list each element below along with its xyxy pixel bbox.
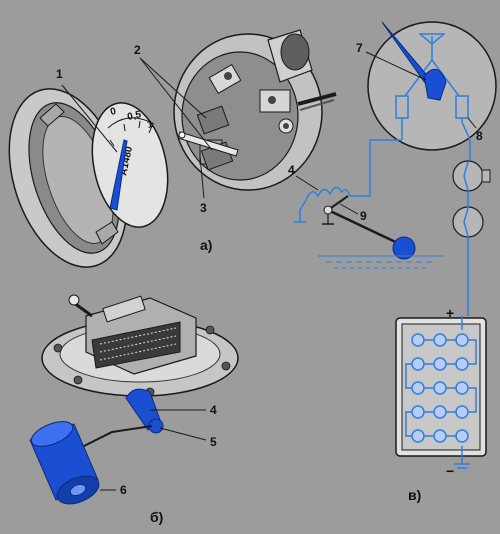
- battery-minus-sign: −: [446, 463, 454, 479]
- callout-4-schematic: 4: [288, 163, 295, 177]
- schematic-resistor-right: [455, 95, 469, 119]
- leader-line-3: [199, 155, 205, 199]
- schematic-float-lever: [327, 208, 405, 248]
- callout-6: 6: [120, 483, 127, 497]
- callout-2: 2: [134, 43, 141, 57]
- wiring-schematic: + −: [294, 21, 497, 479]
- tank-sender-assembly: [29, 294, 239, 505]
- callout-1: 1: [56, 67, 63, 81]
- dial-mark-zero: 0: [109, 106, 117, 118]
- schematic-rheostat-coil: [305, 186, 351, 201]
- leader-line-5: [159, 427, 207, 441]
- gauge-housing: [173, 29, 337, 191]
- callout-4-sender: 4: [210, 403, 217, 417]
- callout-8: 8: [476, 129, 483, 143]
- leader-line-7: [365, 51, 427, 81]
- leader-line-2b: [139, 57, 213, 151]
- schematic-armature: [423, 68, 447, 101]
- callout-9: 9: [360, 209, 367, 223]
- callout-3: 3: [200, 201, 207, 215]
- schematic-resistor-left: [395, 95, 409, 119]
- sender-rheostat: [68, 294, 197, 375]
- section-label-c: в): [408, 487, 421, 503]
- schematic-ground-wire: [299, 199, 307, 222]
- float-arm: [79, 425, 153, 449]
- callout-7: 7: [356, 41, 363, 55]
- schematic-fuel-level: [318, 255, 444, 269]
- section-label-b: б): [150, 509, 163, 525]
- gauge-needle: [109, 139, 128, 211]
- sender-slider: [125, 388, 161, 431]
- schematic-battery: + −: [395, 305, 487, 479]
- gauge-assembly: 0 0,5 1 А1480: [8, 29, 337, 268]
- gauge-coils: [177, 105, 239, 171]
- leader-line-8: [467, 117, 477, 129]
- dial-mark-one: 1: [146, 119, 154, 131]
- schematic-switch: [452, 160, 484, 192]
- leader-line-9: [339, 203, 359, 215]
- schematic-fuse: [452, 206, 484, 238]
- float: [29, 421, 100, 505]
- wire-to-sender: [350, 139, 402, 197]
- schematic-float: [392, 236, 416, 260]
- leader-line-1: [61, 84, 118, 153]
- dial-mark-half: 0,5: [126, 109, 142, 123]
- callout-5: 5: [210, 435, 217, 449]
- leader-line-4a: [295, 175, 319, 191]
- leader-line-2a: [139, 57, 207, 119]
- section-label-a: а): [200, 237, 212, 253]
- battery-plus-sign: +: [446, 305, 454, 321]
